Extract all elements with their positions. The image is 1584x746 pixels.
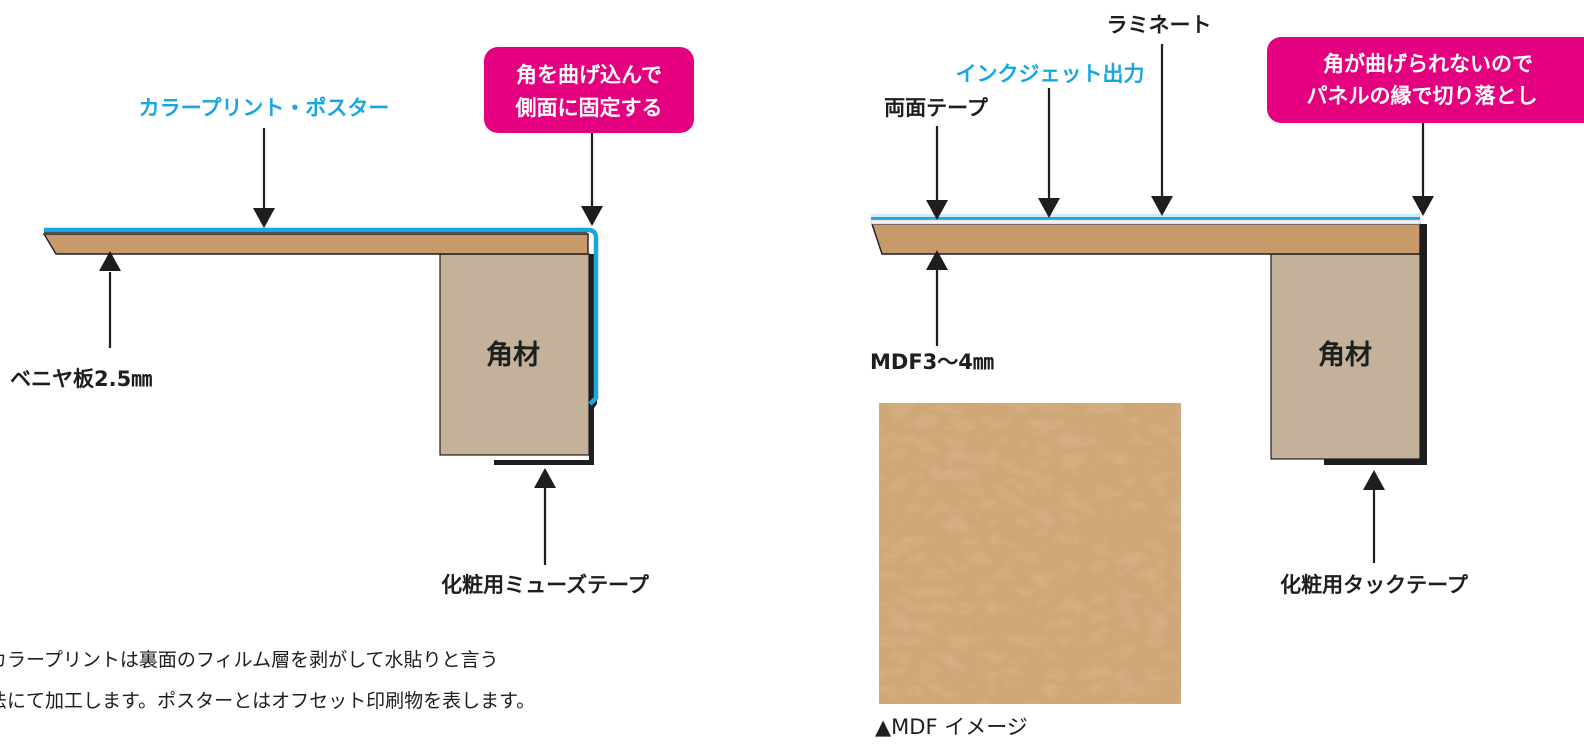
right-board-arrowhead — [926, 250, 948, 270]
right-tape-arrowhead — [926, 200, 948, 220]
left-panel: 角材 カラープリント・ポスター 角を曲げ込んで 側面に固定する ベニヤ板2.5㎜… — [0, 47, 694, 712]
right-tape-label: 両面テープ — [884, 96, 989, 120]
right-badge-line1: 角が曲げられないので — [1323, 52, 1533, 76]
right-badge-arrowhead — [1412, 196, 1434, 216]
right-tape-layer — [870, 219, 1421, 225]
right-badge — [1267, 37, 1584, 123]
right-board-label: MDF3〜4㎜ — [870, 350, 994, 374]
mdf-texture-image — [879, 403, 1181, 704]
left-poster-layer — [44, 227, 599, 406]
left-badge-line2: 側面に固定する — [515, 96, 663, 120]
right-laminate-layer — [871, 214, 1420, 217]
left-badge-arrowhead — [581, 206, 603, 226]
right-badge-line2: パネルの縁で切り落とし — [1307, 84, 1538, 108]
right-laminate-arrowhead — [1151, 196, 1173, 216]
right-inkjet-layer — [871, 217, 1420, 220]
left-badge — [484, 47, 694, 133]
right-laminate-label: ラミネート — [1107, 13, 1212, 37]
left-block-label: 角材 — [486, 339, 540, 371]
right-wood-block — [1270, 253, 1421, 460]
left-tape-label: 化粧用ミューズテープ — [441, 573, 650, 597]
left-tape-arrowhead — [534, 468, 556, 488]
left-poster-label: カラープリント・ポスター — [139, 96, 390, 120]
left-plywood-board — [42, 233, 589, 255]
left-body-line1: カラープリントは裏面のフィルム層を剥がして水貼りと言う — [0, 649, 499, 671]
left-poster-arrowhead — [253, 208, 275, 228]
left-board-label: ベニヤ板2.5㎜ — [10, 367, 152, 391]
right-mdf-board — [871, 223, 1421, 255]
right-inkjet-label: インクジェット出力 — [956, 62, 1145, 86]
right-block-label: 角材 — [1318, 339, 1372, 371]
left-wood-block — [439, 253, 590, 456]
right-inkjet-arrowhead — [1038, 198, 1060, 218]
left-badge-line1: 角を曲げ込んで — [516, 63, 662, 87]
left-board-arrowhead — [99, 251, 121, 271]
right-bottom-tape-label: 化粧用タックテープ — [1280, 573, 1469, 597]
right-panel: 角材 ラミネート インクジェット出力 両面テープ 角が曲げられないので パネルの… — [870, 13, 1584, 739]
mdf-caption: ▲MDF イメージ — [875, 715, 1028, 739]
right-bottom-tape-arrowhead — [1363, 470, 1385, 490]
left-body-line2: 法にて加工します。ポスターとはオフセット印刷物を表します。 — [0, 690, 535, 712]
